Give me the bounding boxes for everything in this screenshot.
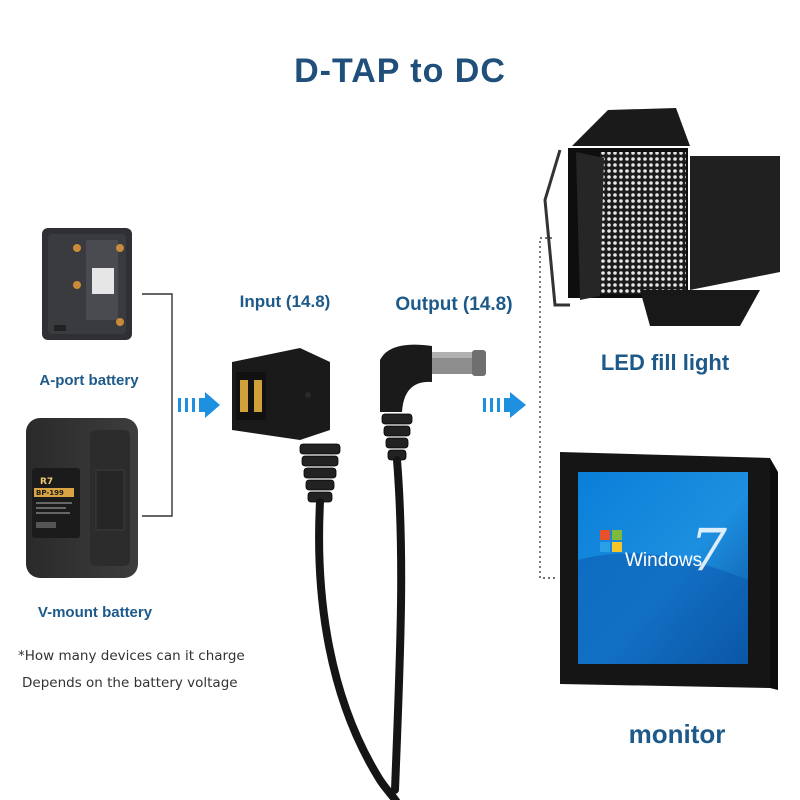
cable: [315, 456, 406, 800]
windows-logo: [600, 530, 622, 552]
footnote-line-2: Depends on the battery voltage: [22, 675, 238, 691]
arrow-input: [178, 392, 220, 418]
d-tap-connector: [232, 348, 341, 503]
label-v-mount-battery: V-mount battery: [37, 604, 153, 621]
screen-logo-version: 7: [690, 516, 727, 584]
led-fill-light-image: [543, 108, 780, 326]
screen-logo-text: Windows: [625, 550, 702, 571]
page-title: D-TAP to DC: [294, 52, 506, 90]
battery-brand: R7: [40, 477, 53, 487]
a-port-battery-image: [42, 228, 132, 340]
v-mount-battery-image: R7 BP-199: [26, 418, 138, 578]
label-output: Output (14.8): [395, 294, 513, 315]
device-connector: [539, 237, 556, 579]
battery-model: BP-199: [36, 489, 64, 497]
label-monitor: monitor: [628, 719, 726, 749]
label-input: Input (14.8): [239, 292, 331, 311]
arrow-output: [483, 392, 526, 418]
footnote-line-1: *How many devices can it charge: [18, 648, 245, 664]
label-a-port-battery: A-port battery: [39, 372, 139, 389]
label-led-fill-light: LED fill light: [600, 350, 730, 375]
monitor-image: Windows 7: [560, 452, 778, 690]
footnote: *How many devices can it charge Depends …: [18, 643, 248, 697]
dc-plug: [380, 344, 486, 461]
battery-bracket: [142, 293, 173, 517]
